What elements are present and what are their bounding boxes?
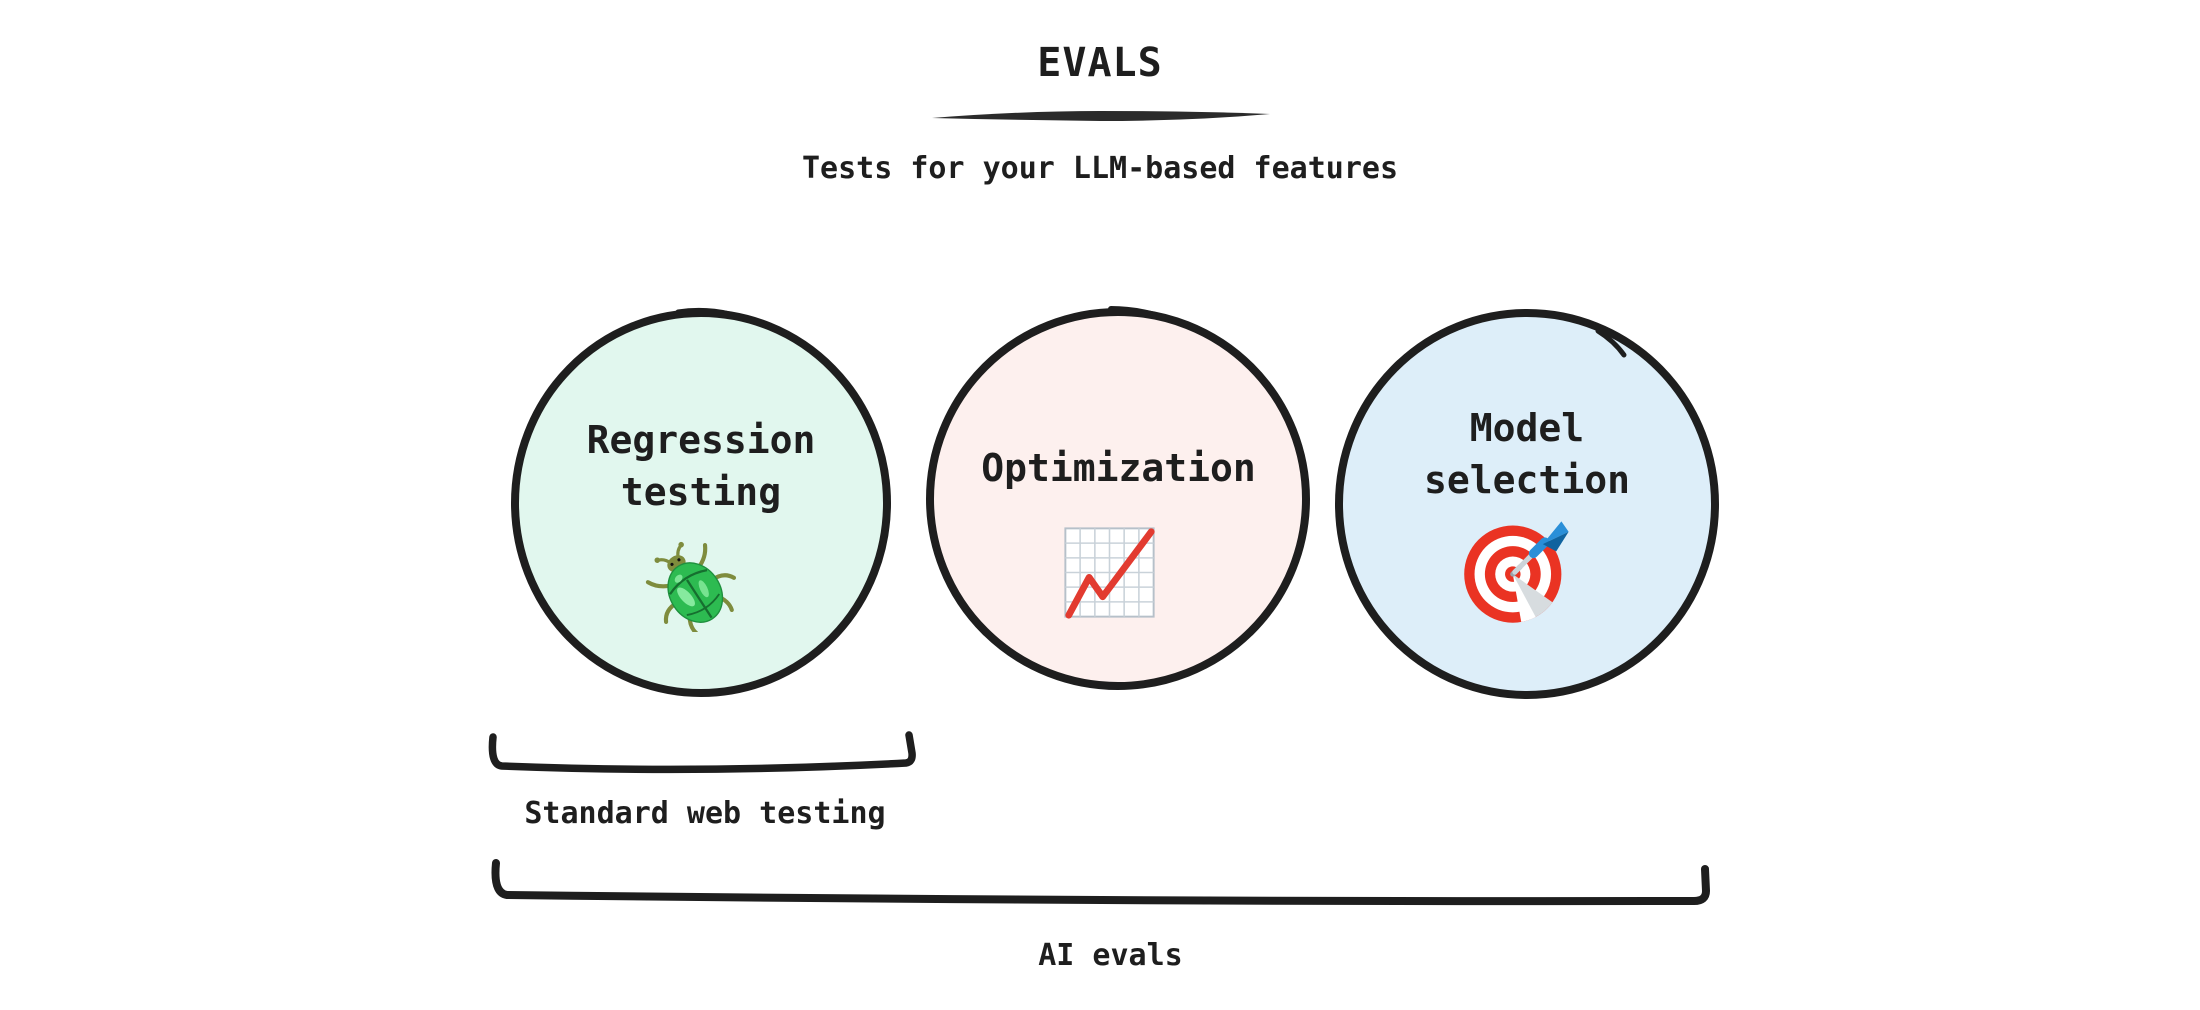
- circle-label-model-selection: Model selection: [1424, 406, 1630, 502]
- bracket-label-ai-evals: AI evals: [1038, 938, 1183, 973]
- diagram-subtitle: Tests for your LLM-based features: [801, 151, 1399, 186]
- title-underline: [932, 111, 1270, 121]
- bracket-label-standard-web-testing: Standard web testing: [524, 796, 886, 831]
- beetle-icon: [645, 541, 737, 632]
- circle-optimization: [921, 303, 1316, 695]
- circle-label-regression-testing: Regression testing: [586, 418, 816, 514]
- bracket-standard-web-testing: [488, 731, 916, 774]
- chart-increasing-icon: [1064, 527, 1155, 619]
- circle-model-selection: [1330, 305, 1724, 703]
- pen-overlap-mark: [1108, 306, 1158, 318]
- target-dart-icon: [1464, 521, 1569, 623]
- pen-overlap-mark: [1595, 328, 1627, 358]
- bracket-ai-evals: [491, 859, 1710, 906]
- pen-overlap-mark: [675, 307, 733, 317]
- circle-regression-testing: [506, 304, 896, 702]
- diagram-title: EVALS: [1037, 40, 1163, 86]
- circle-label-optimization: Optimization: [981, 446, 1256, 490]
